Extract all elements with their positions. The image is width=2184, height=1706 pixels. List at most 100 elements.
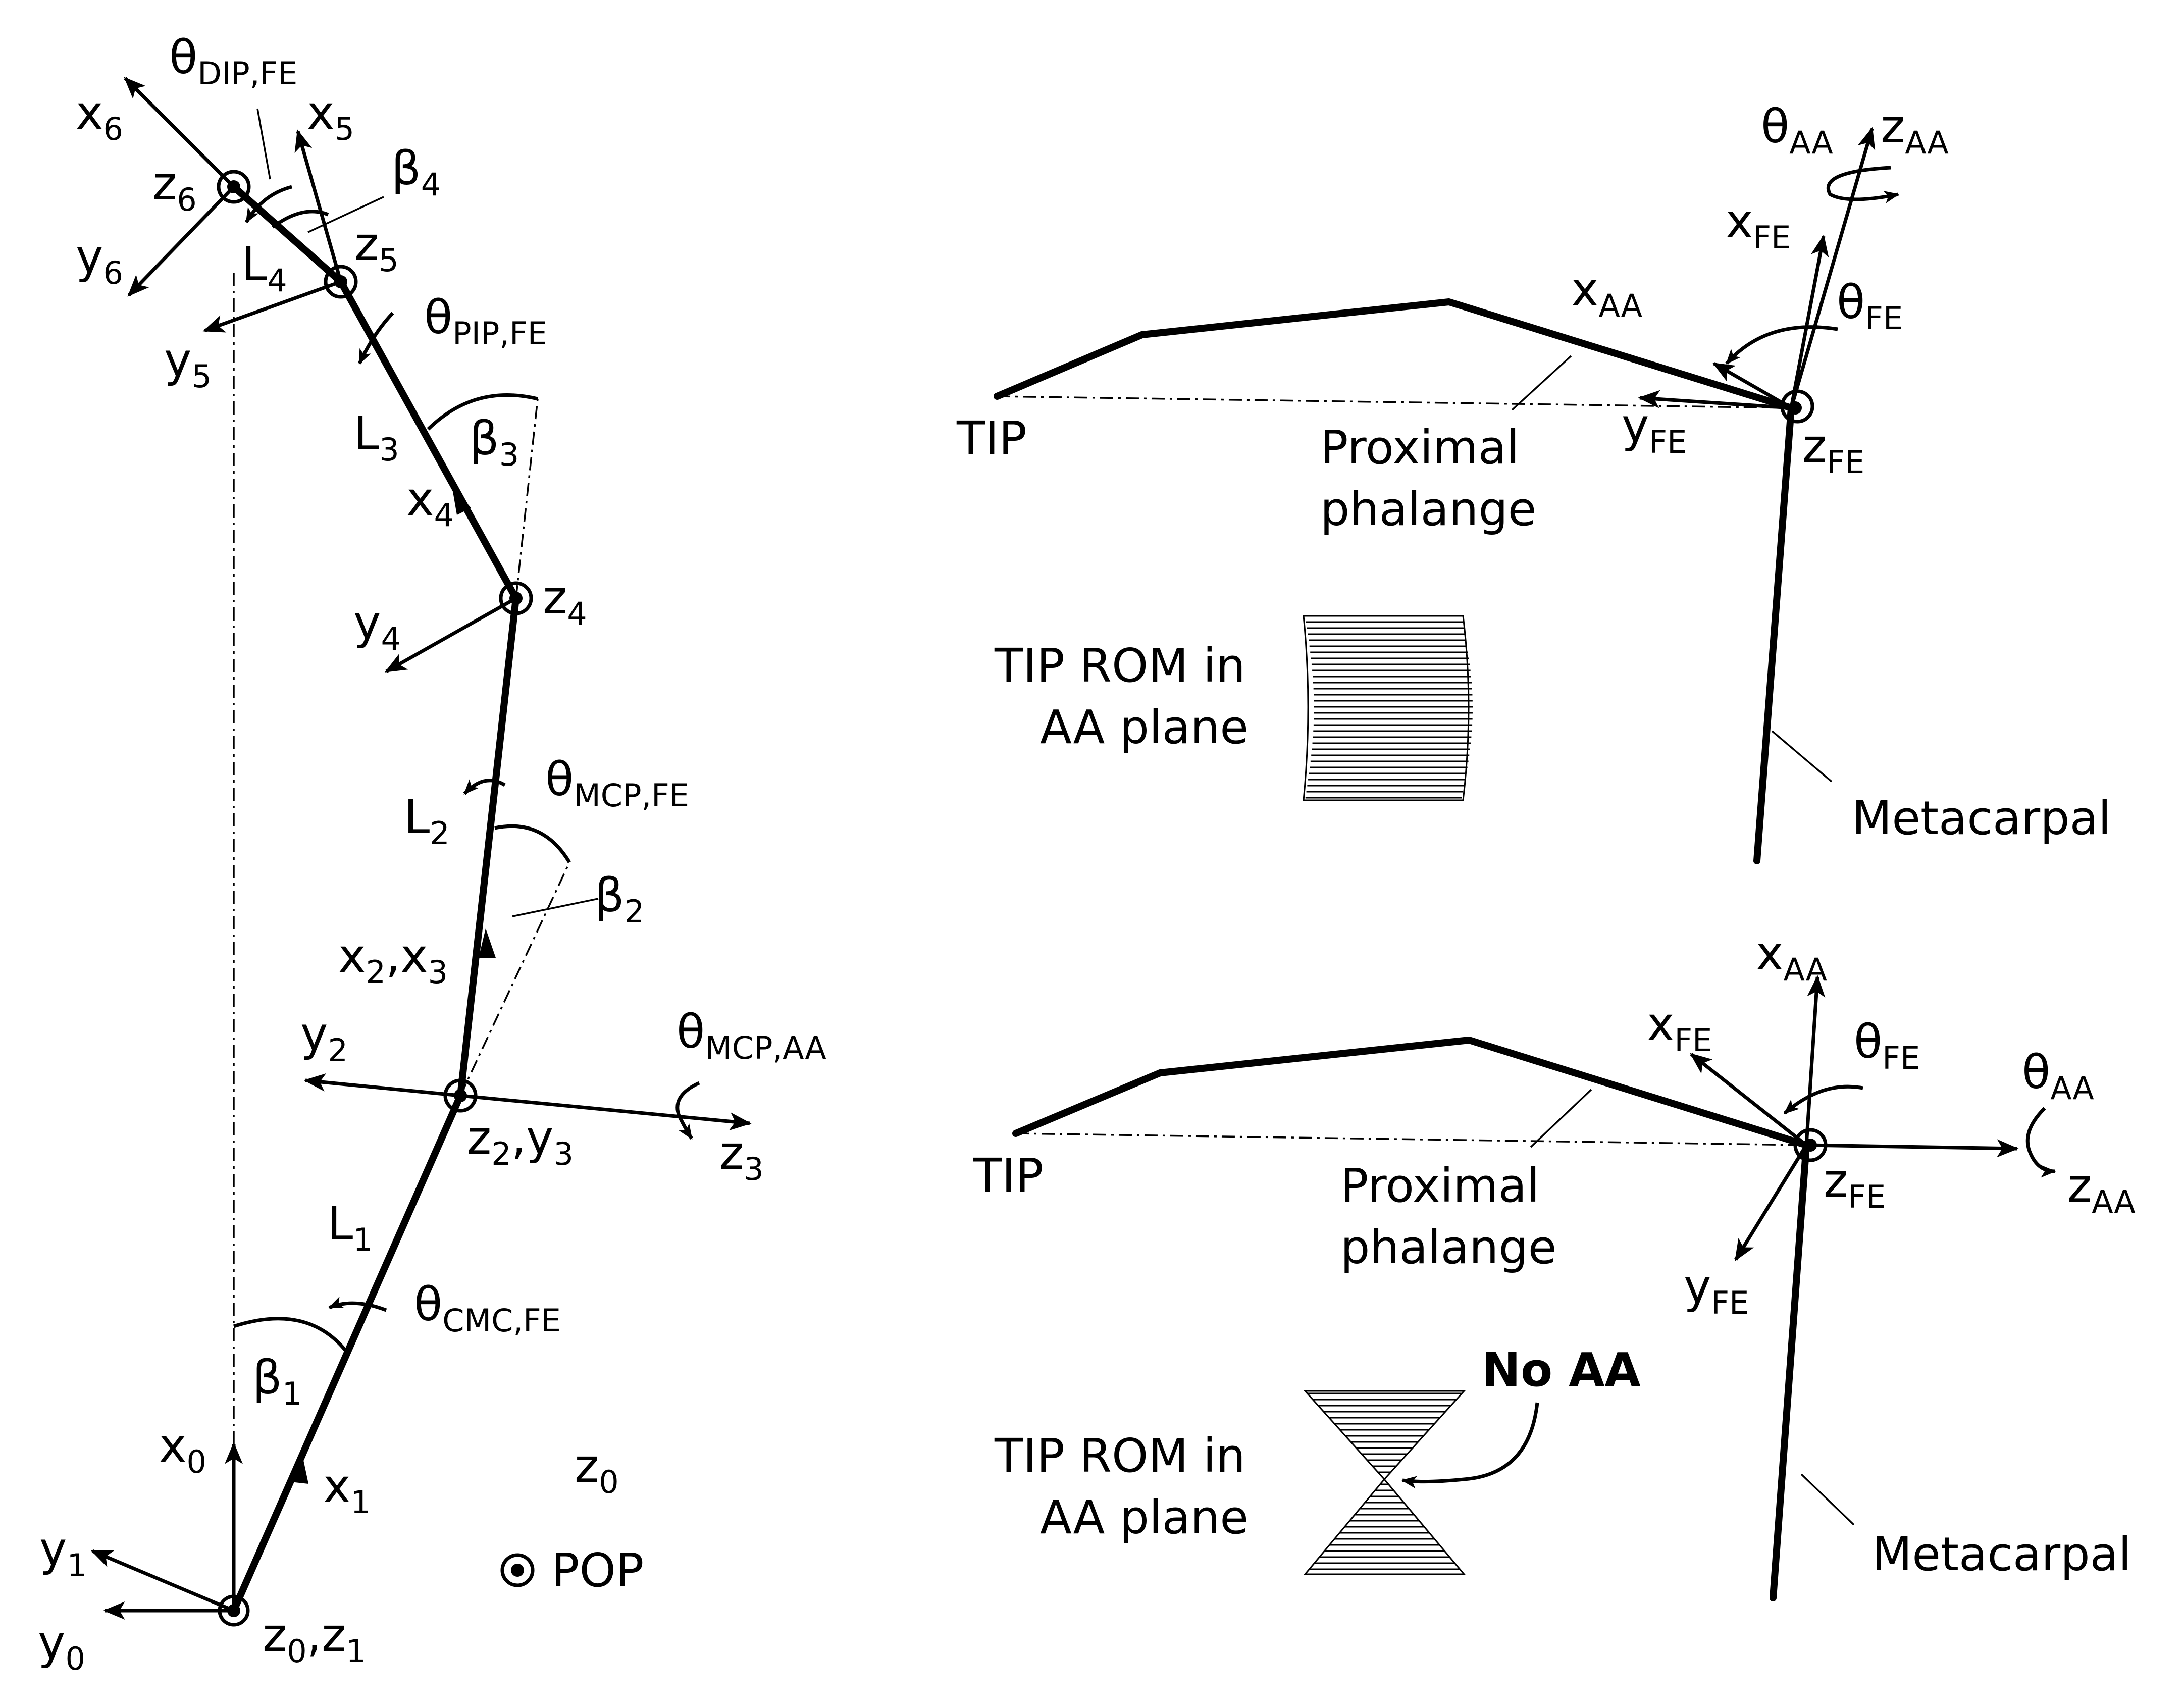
label-yfe-br: yFE xyxy=(1684,1260,1749,1321)
proximal-phalange-segment xyxy=(994,298,1795,411)
theta-fe-rotation-arc-br xyxy=(1783,1084,1863,1115)
label-phalange-br: phalange xyxy=(1340,1220,1556,1274)
label-beta2: β2 xyxy=(595,868,644,930)
tip-rom-hourglass xyxy=(1303,1390,1466,1575)
label-yfe-tr: yFE xyxy=(1622,399,1687,460)
label-pop: POP xyxy=(551,1543,644,1597)
label-tip-tr: TIP xyxy=(956,411,1027,466)
label-x5: x5 xyxy=(307,86,354,147)
label-z5: z5 xyxy=(354,217,399,279)
joint-mcp-bottom xyxy=(1793,1128,1828,1162)
metacarpal-leader-br xyxy=(1800,1473,1855,1526)
label-z2-y3: z2,y3 xyxy=(467,1111,574,1172)
beta1-arc xyxy=(233,1317,348,1354)
left-kinematic-chain: x6 θDIP,FE x5 z6 β4 y6 L4 z5 θPIP,FE y5 … xyxy=(38,30,826,1677)
top-right-fe-view: θAA zAA xFE xAA θFE TIP Proximal phalang… xyxy=(956,99,2111,864)
xfe-axis-br xyxy=(1690,1053,1808,1147)
x2-arrow-icon xyxy=(479,928,496,958)
theta-mcp-aa-arc xyxy=(675,1081,700,1140)
beta2-reference-line xyxy=(459,862,570,1096)
proximal-phalange-leader-br xyxy=(1530,1089,1592,1148)
label-x2-x3: x2,x3 xyxy=(338,929,448,991)
label-zaa-tr: zAA xyxy=(1881,99,1949,161)
label-rom1-br: TIP ROM in xyxy=(994,1429,1245,1483)
theta-aa-rotation-arc xyxy=(1826,166,1900,203)
label-metacarpal-tr: Metacarpal xyxy=(1852,791,2111,845)
label-xfe-tr: xFE xyxy=(1726,194,1791,256)
joint-dip xyxy=(324,265,358,299)
proximal-phalange-leader xyxy=(1511,355,1572,411)
label-beta4: β4 xyxy=(391,141,441,203)
beta2-arc xyxy=(494,824,571,863)
label-rom1-tr: TIP ROM in xyxy=(994,639,1245,693)
label-phalange-tr: phalange xyxy=(1320,482,1536,536)
xaa-axis-br xyxy=(1804,975,1826,1146)
label-x1: x1 xyxy=(323,1459,371,1521)
label-theta-fe-tr: θFE xyxy=(1837,275,1903,337)
yfe-axis-br xyxy=(1734,1144,1808,1262)
beta2-leader xyxy=(512,898,599,917)
beta3-arc xyxy=(427,393,538,431)
label-z6: z6 xyxy=(152,157,197,218)
label-L3: L3 xyxy=(353,406,399,468)
y4-axis xyxy=(384,596,517,674)
label-theta-fe-br: θFE xyxy=(1854,1015,1920,1076)
label-theta-aa-tr: θAA xyxy=(1761,99,1833,161)
label-y2: y2 xyxy=(300,1007,348,1069)
joint-pip xyxy=(499,581,533,615)
proximal-phalange-segment-br xyxy=(1012,1037,1810,1149)
beta3-reference-line xyxy=(515,398,539,599)
label-y5: y5 xyxy=(164,333,212,395)
label-L1: L1 xyxy=(327,1197,373,1258)
bottom-right-aa-view: xAA xFE θFE θAA TIP zFE zAA Proximal pha… xyxy=(973,926,2136,1601)
tip-rom-rect xyxy=(1303,615,1473,801)
metacarpal-leader xyxy=(1771,730,1833,783)
yfe-axis xyxy=(1638,390,1792,410)
label-no-aa: No AA xyxy=(1482,1343,1641,1397)
z3-axis xyxy=(460,1094,752,1131)
label-x0: x0 xyxy=(159,1419,206,1480)
theta-dip-arc xyxy=(244,185,292,224)
joint-mcp xyxy=(443,1078,478,1113)
label-rom2-br: AA plane xyxy=(1040,1490,1249,1544)
label-L4: L4 xyxy=(241,237,287,299)
label-y4: y4 xyxy=(353,596,401,657)
label-metacarpal-br: Metacarpal xyxy=(1872,1527,2131,1581)
y5-axis xyxy=(202,280,342,333)
pop-symbol-icon xyxy=(500,1553,535,1587)
y2-axis xyxy=(303,1073,461,1098)
y6-axis xyxy=(127,185,235,297)
label-xfe-br: xFE xyxy=(1647,997,1712,1059)
x1-arrow-icon xyxy=(290,1451,308,1484)
label-theta-pip: θPIP,FE xyxy=(424,290,547,352)
theta-dip-leader xyxy=(256,108,271,180)
label-proximal-tr: Proximal xyxy=(1320,421,1520,475)
label-y1: y1 xyxy=(39,1522,87,1584)
xaa-axis-tr xyxy=(1712,361,1792,410)
label-rom2-tr: AA plane xyxy=(1040,700,1249,754)
beta4-leader xyxy=(307,196,384,233)
theta-aa-rotation-arc-br xyxy=(2025,1107,2056,1178)
label-theta-mcp-fe: θMCP,FE xyxy=(545,752,689,814)
label-theta-dip: θDIP,FE xyxy=(169,30,297,92)
label-x6: x6 xyxy=(76,86,123,147)
label-tip-br: TIP xyxy=(973,1149,1044,1203)
label-z3: z3 xyxy=(719,1126,764,1187)
zaa-axis-br xyxy=(1806,1139,2019,1158)
metacarpal-segment xyxy=(1753,404,1795,864)
theta-cmc-arc xyxy=(328,1296,387,1312)
label-beta1: β1 xyxy=(252,1351,302,1412)
joint-mcp-top xyxy=(1780,389,1814,424)
theta-fe-rotation-arc xyxy=(1725,325,1838,365)
label-theta-aa-br: θAA xyxy=(2022,1045,2094,1107)
joint-tip xyxy=(217,170,251,204)
beta4-arc xyxy=(271,210,329,229)
label-zfe-br: zFE xyxy=(1824,1154,1886,1215)
tip-reference-line xyxy=(997,395,1792,409)
x5-axis xyxy=(294,129,343,282)
label-z0-z1: z0,z1 xyxy=(263,1608,366,1670)
xfe-axis xyxy=(1789,234,1829,408)
tip-reference-line-br xyxy=(1015,1132,1807,1146)
metacarpal-segment-br xyxy=(1770,1142,1810,1601)
